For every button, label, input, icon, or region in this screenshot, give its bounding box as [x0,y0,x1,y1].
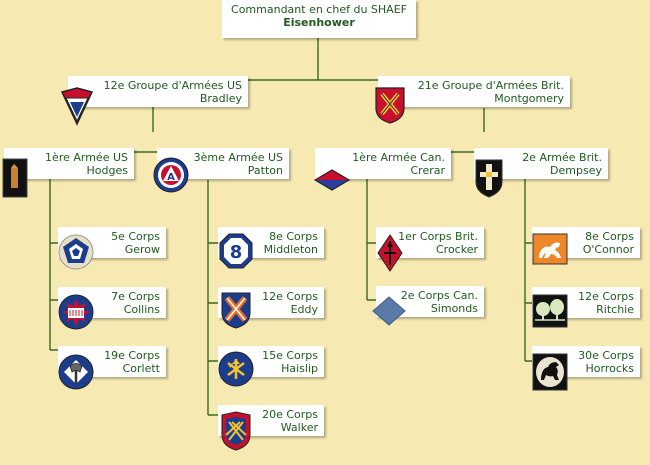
first-army-insignia-icon [2,158,28,198]
army-group-box-12th: 12e Groupe d'Armées US Bradley [68,76,248,107]
army-group-commander: Montgomery [494,92,564,105]
root-commander-box: Commandant en chef du SHAEF Eisenhower [222,0,416,38]
corps-commander: Middleton [263,243,318,256]
corps-commander: Corlett [122,362,160,375]
svg-text:8: 8 [230,242,243,263]
corps-commander: Crocker [435,243,478,256]
army-title: 1ère Armée US [45,151,128,164]
third-army-insignia-icon: A [153,157,189,193]
corps-title: 1er Corps Brit. [398,230,478,243]
corps-title: 2e Corps Can. [400,289,478,302]
corps-title: 12e Corps [578,290,634,303]
root-commander-name: Eisenhower [283,16,355,29]
british-second-army-insignia-icon [475,159,503,198]
vii-corps-insignia-icon [58,294,94,330]
v-corps-insignia-icon [58,234,94,270]
corps-commander: Haislip [281,362,318,375]
viii-corps-insignia-icon: 8 [219,233,253,269]
army-commander: Hodges [86,164,128,177]
army-group-commander: Bradley [199,92,242,105]
corps-commander: Eddy [290,303,318,316]
corps-commander: Simonds [430,302,478,315]
army-commander: Crerar [410,164,445,177]
corps-commander: Gerow [124,243,160,256]
corps-title: 19e Corps [104,349,160,362]
xix-corps-insignia-icon [58,354,94,390]
british-viii-corps-insignia-icon [532,233,568,265]
corps-title: 7e Corps [111,290,160,303]
canadian-first-army-insignia-icon [314,169,350,191]
xv-corps-insignia-icon [218,351,254,387]
corps-title: 8e Corps [269,230,318,243]
army-commander: Dempsey [550,164,602,177]
british-xxx-corps-insignia-icon [532,353,568,391]
svg-text:A: A [167,172,175,183]
army-title: 3ème Armée US [193,151,283,164]
british-xii-corps-insignia-icon [532,294,568,328]
army-commander: Patton [247,164,283,177]
army-group-title: 21e Groupe d'Armées Brit. [417,79,564,92]
army-title: 2e Armée Brit. [522,151,602,164]
corps-commander: O'Connor [582,243,634,256]
corps-title: 15e Corps [262,349,318,362]
corps-commander: Horrocks [585,362,635,375]
corps-title: 8e Corps [585,230,634,243]
12th-army-group-insignia-icon [60,87,94,126]
canadian-ii-corps-insignia-icon [372,296,406,326]
army-group-box-21st: 21e Groupe d'Armées Brit. Montgomery [378,76,570,107]
corps-title: 12e Corps [262,290,318,303]
xii-corps-insignia-icon [221,292,251,329]
corps-commander: Collins [123,303,160,316]
corps-commander: Walker [280,421,318,434]
corps-title: 30e Corps [578,349,634,362]
xx-corps-insignia-icon [221,411,251,451]
army-group-title: 12e Groupe d'Armées US [103,79,242,92]
21st-army-group-insignia-icon [375,87,405,124]
corps-title: 5e Corps [111,230,160,243]
corps-title: 20e Corps [262,408,318,421]
root-commander-title: Commandant en chef du SHAEF [231,3,407,16]
army-title: 1ère Armée Can. [352,151,445,164]
british-i-corps-insignia-icon [377,234,403,272]
corps-commander: Ritchie [596,303,634,316]
